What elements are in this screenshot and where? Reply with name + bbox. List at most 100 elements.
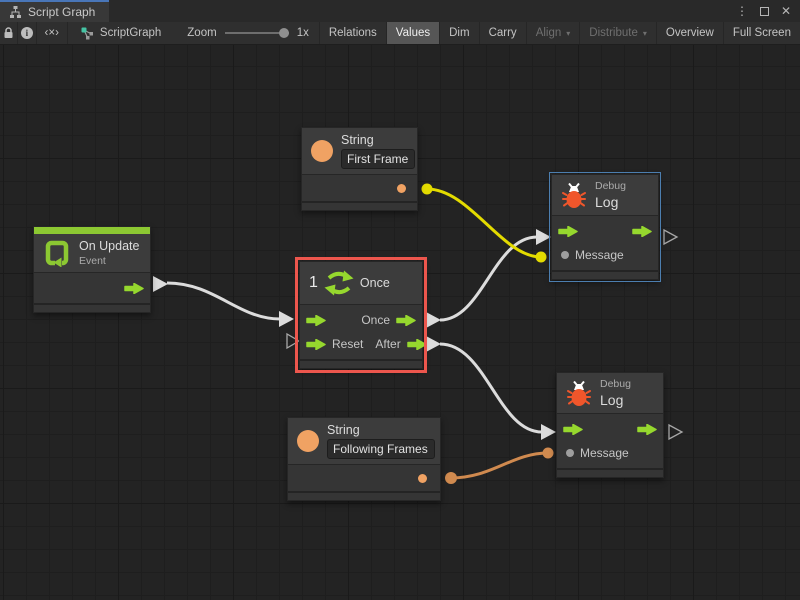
port-row <box>302 178 417 198</box>
info-icon: i <box>20 27 33 39</box>
string-value-input[interactable] <box>327 439 435 459</box>
dim-button[interactable]: Dim <box>440 22 480 44</box>
node-footer <box>300 359 422 368</box>
lock-icon <box>4 27 13 38</box>
flow-in-port[interactable] <box>306 314 326 326</box>
info-button[interactable]: i <box>18 22 37 44</box>
port-row: Message <box>557 441 663 465</box>
port-out-on-update[interactable] <box>153 276 168 292</box>
message-in-port[interactable] <box>561 251 569 259</box>
carry-button[interactable]: Carry <box>480 22 527 44</box>
graph-name-label: ScriptGraph <box>99 27 162 39</box>
string-out-port[interactable] <box>397 183 406 193</box>
flow-out-port[interactable] <box>124 282 144 294</box>
full-screen-button[interactable]: Full Screen <box>724 22 800 44</box>
port-out-once[interactable] <box>426 312 441 328</box>
hierarchy-icon <box>10 6 21 18</box>
node-footer <box>557 468 663 477</box>
event-accent-bar <box>34 227 150 234</box>
node-on-update[interactable]: On Update Event <box>33 226 151 313</box>
graph-name-group: ScriptGraph <box>68 22 173 44</box>
flow-in-reset-port[interactable] <box>306 338 326 350</box>
window-menu-icon[interactable]: ⋮ <box>735 4 748 18</box>
align-button[interactable]: Align ▾ <box>527 22 581 44</box>
tab-bar: Script Graph ⋮ ✕ <box>0 0 800 22</box>
values-button[interactable]: Values <box>386 22 441 44</box>
flow-in-port[interactable] <box>558 225 578 237</box>
node-title: Log <box>600 392 624 408</box>
tab-title: Script Graph <box>28 5 96 19</box>
wire-once-to-debug-top[interactable] <box>426 229 551 328</box>
maximize-icon[interactable] <box>759 6 769 16</box>
chevron-down-icon: ▾ <box>642 28 647 38</box>
bug-icon <box>567 380 591 406</box>
relations-button[interactable]: Relations <box>320 22 387 44</box>
flow-out-port[interactable] <box>637 423 657 435</box>
node-kind: Debug <box>595 180 626 192</box>
zoom-value: 1x <box>296 27 309 39</box>
wire-string-following-to-message[interactable] <box>445 447 554 485</box>
once-cycle-icon <box>324 270 354 296</box>
zoom-slider-handle[interactable] <box>278 28 289 38</box>
graph-canvas[interactable]: On Update Event String <box>0 45 800 600</box>
port-row: Reset After <box>300 332 427 356</box>
tab-script-graph[interactable]: Script Graph <box>0 0 110 22</box>
flow-out-after-port[interactable] <box>406 338 427 350</box>
close-icon[interactable]: ✕ <box>780 4 791 18</box>
node-title: String <box>341 133 374 147</box>
node-string-following-frames[interactable]: String <box>287 417 441 501</box>
node-once[interactable]: 1 Once Once <box>295 257 427 373</box>
port-label-message: Message <box>580 446 629 460</box>
carry-label: Carry <box>488 27 517 39</box>
zoom-slider[interactable] <box>224 26 289 40</box>
node-title: String <box>327 423 360 437</box>
port-in-once[interactable] <box>279 311 294 327</box>
code-preview-button[interactable]: ‹×› <box>37 22 68 44</box>
node-string-first-frame[interactable]: String <box>301 127 418 211</box>
values-label: Values <box>395 27 431 39</box>
node-footer <box>288 491 440 500</box>
node-footer <box>34 303 150 312</box>
node-header: String <box>288 418 440 465</box>
node-title: Once <box>359 276 390 290</box>
node-header: Debug Log <box>552 175 658 216</box>
flow-out-once-port[interactable] <box>396 314 416 326</box>
port-in-reset-empty[interactable] <box>286 332 301 350</box>
message-in-port[interactable] <box>566 449 574 457</box>
flow-out-port[interactable] <box>632 225 652 237</box>
zoom-slider-track <box>224 32 289 34</box>
node-kind: Debug <box>600 378 631 390</box>
port-label-reset: Reset <box>332 337 364 351</box>
node-debug-log-bottom[interactable]: Debug Log Message <box>556 372 664 478</box>
wire-on-update-to-once[interactable] <box>153 276 294 327</box>
node-header: 1 Once <box>300 262 422 305</box>
wire-once-after-to-debug-bottom[interactable] <box>426 336 556 440</box>
port-out-debug-top-empty[interactable] <box>663 228 679 246</box>
node-debug-log-top[interactable]: Debug Log Message <box>549 172 661 282</box>
node-title: On Update <box>79 239 140 253</box>
on-update-loop-icon <box>45 240 69 267</box>
once-count: 1 <box>309 274 318 291</box>
relations-label: Relations <box>328 27 377 39</box>
lock-button[interactable] <box>0 22 19 44</box>
port-row <box>552 219 658 243</box>
string-value-input[interactable] <box>341 149 415 169</box>
distribute-label: Distribute <box>589 27 638 39</box>
node-header: On Update Event <box>34 234 150 273</box>
wire-string-first-to-message[interactable] <box>421 183 547 263</box>
port-out-after[interactable] <box>426 336 441 352</box>
distribute-button[interactable]: Distribute ▾ <box>580 22 657 44</box>
port-row: Once <box>300 308 422 332</box>
align-label: Align <box>535 27 562 39</box>
port-out-debug-bottom-empty[interactable] <box>668 423 684 441</box>
port-row: Message <box>552 243 658 267</box>
graph-icon <box>81 27 93 40</box>
dim-label: Dim <box>449 27 470 39</box>
port-in-debug-top[interactable] <box>536 229 551 245</box>
overview-button[interactable]: Overview <box>657 22 724 44</box>
flow-in-port[interactable] <box>563 423 583 435</box>
window-controls: ⋮ ✕ <box>736 0 800 22</box>
port-in-debug-bottom[interactable] <box>541 424 556 440</box>
string-out-port[interactable] <box>418 473 427 483</box>
